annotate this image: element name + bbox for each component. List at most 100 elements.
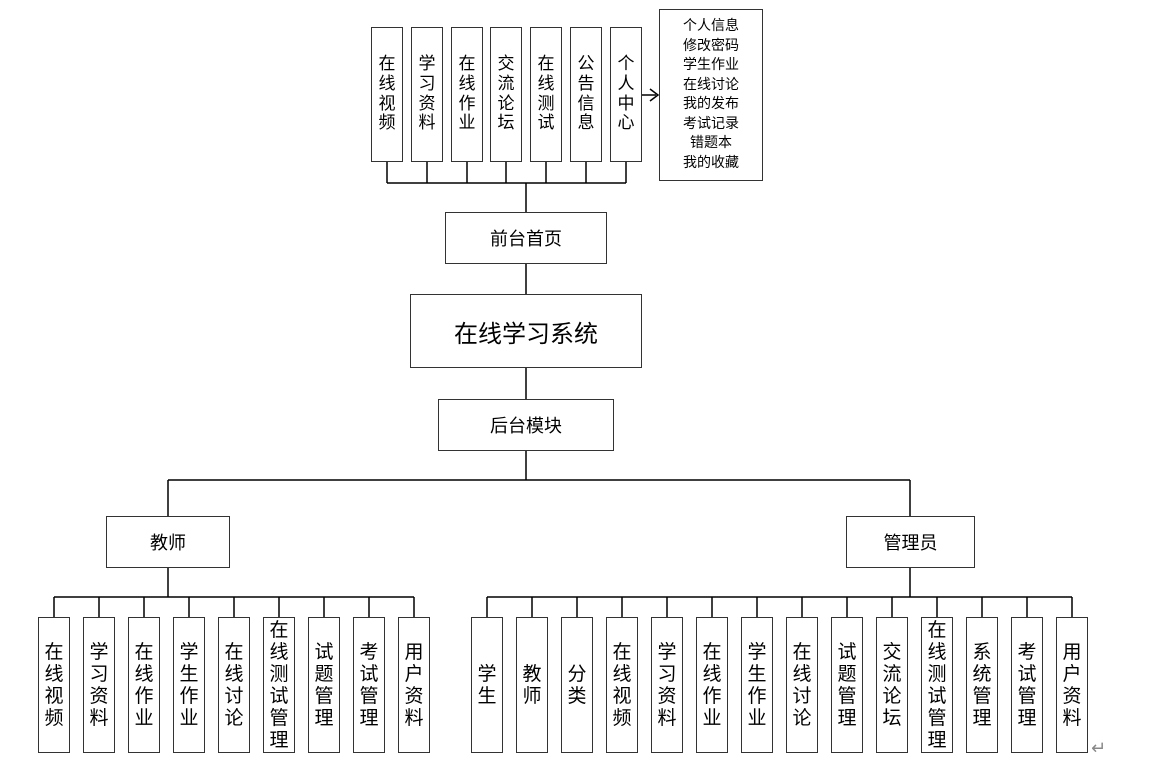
- frontend-module-1: 在线视频: [371, 27, 403, 162]
- admin-module-8: 在线讨论: [786, 617, 818, 753]
- module-char: 在: [134, 640, 154, 663]
- module-char: 管: [359, 685, 379, 707]
- module-char: 理: [269, 729, 289, 752]
- admin-module-14: 用户资料: [1056, 617, 1088, 753]
- module-char: 线: [927, 640, 947, 663]
- module-char: 线: [792, 662, 812, 685]
- admin-module-10: 交流论坛: [876, 617, 908, 753]
- module-char: 试: [1017, 662, 1037, 685]
- teacher-module-5: 在线讨论: [218, 617, 250, 753]
- module-char: 频: [378, 113, 396, 134]
- module-char: 在: [537, 54, 555, 75]
- module-char: 料: [89, 707, 109, 730]
- module-char: 学: [179, 640, 199, 663]
- module-char: 测: [269, 662, 289, 685]
- module-char: 教: [522, 662, 542, 685]
- personal-center-item: 修改密码: [683, 37, 739, 54]
- module-char: 线: [224, 662, 244, 685]
- module-char: 频: [612, 707, 632, 730]
- module-char: 统: [972, 662, 992, 685]
- frontend-module-5: 在线测试: [530, 27, 562, 162]
- module-char: 管: [837, 685, 857, 707]
- module-char: 频: [44, 707, 64, 730]
- module-char: 理: [1017, 707, 1037, 730]
- module-char: 论: [224, 707, 244, 730]
- module-char: 线: [378, 73, 396, 94]
- module-char: 试: [927, 685, 947, 707]
- module-char: 业: [458, 113, 476, 134]
- module-char: 习: [418, 73, 436, 94]
- module-char: 在: [792, 640, 812, 663]
- module-char: 理: [314, 707, 334, 730]
- backend-label: 后台模块: [490, 416, 562, 437]
- admin-module-6: 在线作业: [696, 617, 728, 753]
- module-char: 线: [44, 662, 64, 685]
- module-char: 分: [567, 662, 587, 685]
- module-char: 理: [837, 707, 857, 730]
- admin-module-1: 学生: [471, 617, 503, 753]
- module-char: 生: [179, 662, 199, 685]
- teacher-module-7: 试题管理: [308, 617, 340, 753]
- module-char: 业: [179, 707, 199, 730]
- module-char: 中: [617, 93, 635, 114]
- module-char: 试: [314, 640, 334, 663]
- module-char: 流: [882, 662, 902, 685]
- frontend-label: 前台首页: [490, 229, 562, 250]
- module-char: 试: [269, 685, 289, 707]
- admin-label: 管理员: [883, 533, 938, 554]
- module-char: 在: [458, 54, 476, 75]
- module-char: 讨: [792, 685, 812, 707]
- teacher-module-9: 用户资料: [398, 617, 430, 753]
- module-char: 资: [657, 685, 677, 707]
- module-char: 料: [404, 707, 424, 730]
- module-char: 题: [314, 662, 334, 685]
- teacher-module-8: 考试管理: [353, 617, 385, 753]
- teacher-module-4: 学生作业: [173, 617, 205, 753]
- root-node: 在线学习系统: [410, 294, 642, 368]
- frontend-module-6: 公告信息: [570, 27, 602, 162]
- module-char: 题: [837, 662, 857, 685]
- teacher-module-3: 在线作业: [128, 617, 160, 753]
- module-char: 学: [477, 662, 497, 685]
- module-char: 管: [1017, 685, 1037, 707]
- personal-center-item: 我的发布: [683, 96, 739, 112]
- teacher-module-6: 在线测试管理: [263, 617, 295, 753]
- module-char: 心: [617, 113, 635, 134]
- module-char: 管: [972, 685, 992, 707]
- module-char: 业: [134, 707, 154, 730]
- module-char: 作: [747, 685, 767, 707]
- personal-center-item: 错题本: [690, 135, 732, 151]
- module-char: 个: [617, 54, 635, 75]
- module-char: 学: [657, 640, 677, 663]
- module-char: 在: [269, 618, 289, 641]
- module-char: 试: [837, 640, 857, 663]
- admin-module-2: 教师: [516, 617, 548, 753]
- module-char: 资: [1062, 685, 1082, 707]
- module-char: 在: [44, 640, 64, 663]
- module-char: 管: [269, 707, 289, 730]
- module-char: 生: [477, 685, 497, 707]
- module-char: 户: [404, 662, 424, 685]
- admin-module-13: 考试管理: [1011, 617, 1043, 753]
- module-char: 线: [134, 662, 154, 685]
- module-char: 理: [972, 707, 992, 730]
- module-char: 类: [567, 685, 587, 707]
- teacher-label: 教师: [150, 533, 186, 554]
- module-char: 用: [404, 640, 424, 663]
- teacher-module-2: 学习资料: [83, 617, 115, 753]
- module-char: 视: [612, 685, 632, 707]
- module-char: 资: [89, 685, 109, 707]
- module-char: 人: [617, 73, 635, 94]
- module-char: 试: [537, 113, 555, 134]
- module-char: 坛: [497, 113, 515, 134]
- module-char: 作: [702, 685, 722, 707]
- module-char: 测: [537, 93, 555, 114]
- module-char: 视: [378, 93, 396, 114]
- module-char: 交: [882, 640, 902, 663]
- module-char: 资: [418, 93, 436, 114]
- module-char: 学: [418, 54, 436, 75]
- module-char: 管: [314, 685, 334, 707]
- module-char: 线: [702, 662, 722, 685]
